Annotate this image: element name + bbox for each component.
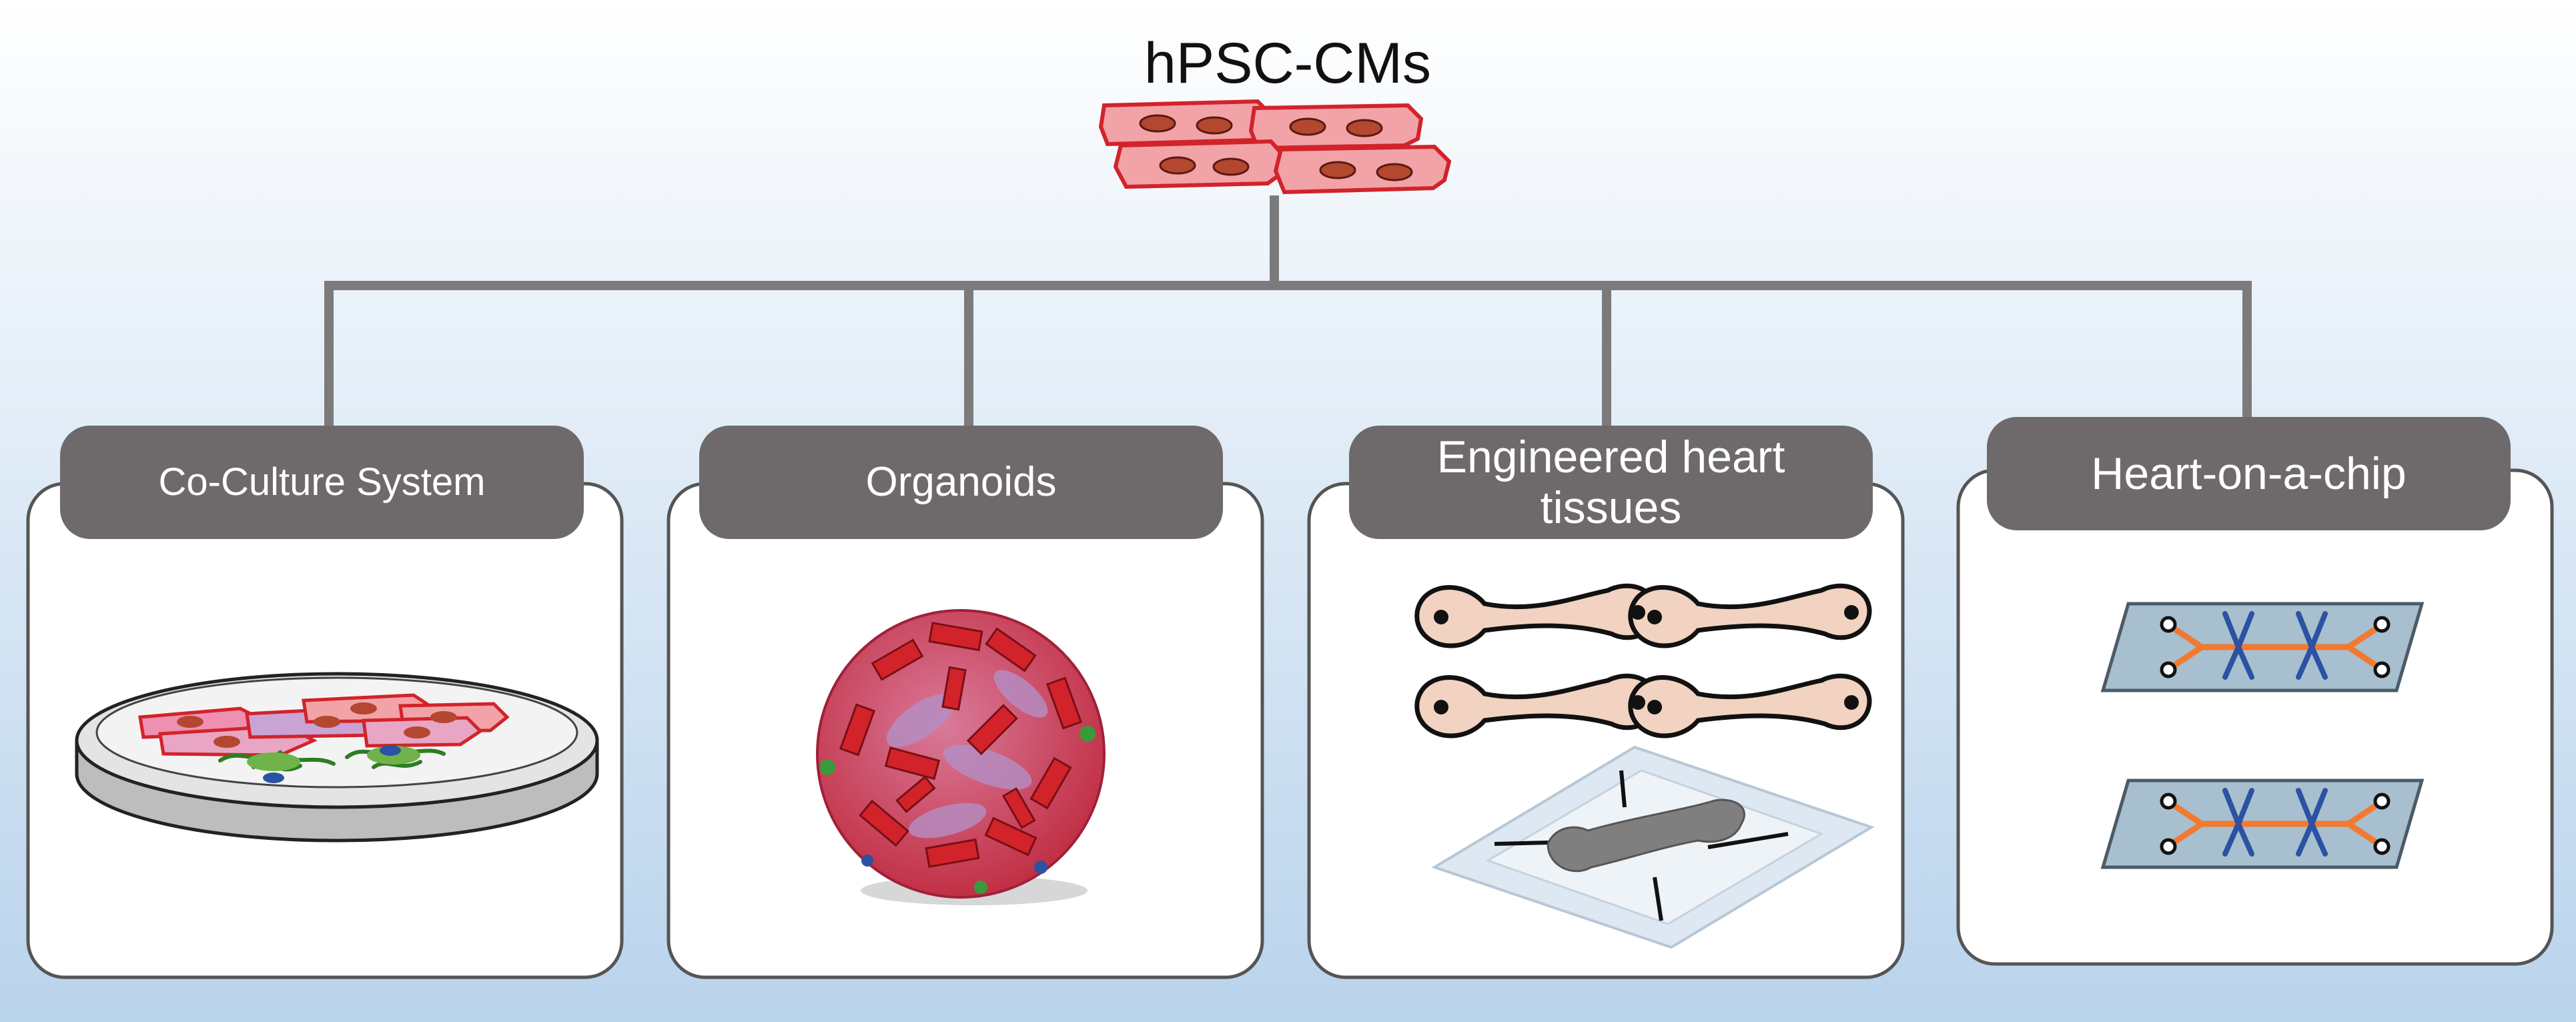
panel-header-engineered-tissues bbox=[1349, 426, 1873, 539]
engineered-tissue-icons bbox=[1414, 583, 1875, 949]
panel-header-heart-on-chip bbox=[1987, 417, 2511, 530]
figure-title: hPSC-CMs bbox=[1144, 31, 1432, 95]
panel-header-organoids bbox=[699, 426, 1223, 539]
panel-header-co-culture bbox=[60, 426, 584, 539]
panel-label-heart-on-chip: Heart-on-a-chip bbox=[2091, 448, 2407, 499]
hpsc-cm-cells-icon bbox=[1098, 99, 1452, 195]
panel-headers bbox=[60, 417, 2511, 539]
connector-tree bbox=[324, 195, 2252, 432]
panel-label-organoids: Organoids bbox=[865, 459, 1057, 506]
organoid-sphere-icon bbox=[816, 609, 1106, 905]
panel-box-heart-on-chip bbox=[1956, 468, 2554, 966]
panel-label-co-culture: Co-Culture System bbox=[158, 460, 486, 504]
heart-on-chip-icons bbox=[2100, 602, 2425, 869]
petri-dish-icon bbox=[75, 672, 599, 843]
panel-label-engineered-tissues: Engineered heart tissues bbox=[1436, 431, 1785, 533]
